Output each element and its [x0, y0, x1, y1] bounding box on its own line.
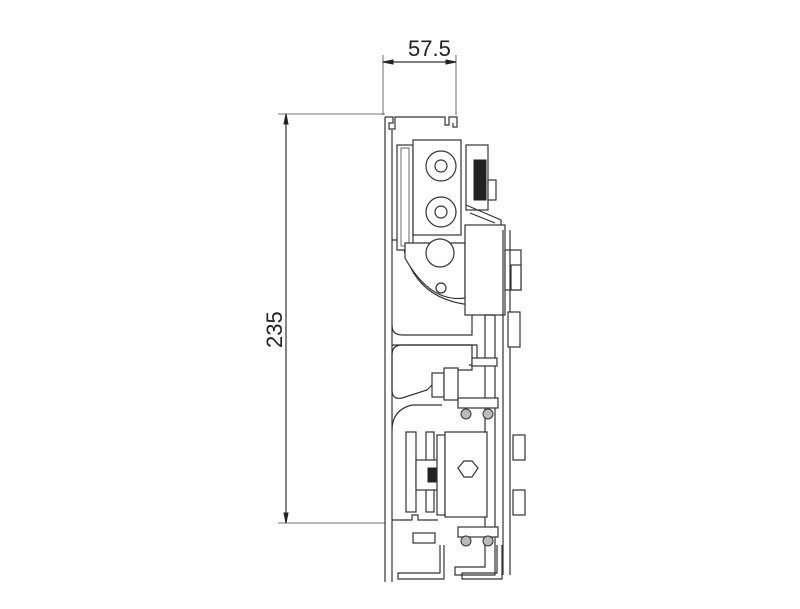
gear-assembly	[464, 144, 522, 316]
width-dimension-label: 57.5	[408, 36, 451, 61]
lower-roller	[405, 431, 499, 547]
bottom-brackets	[397, 545, 503, 580]
side-nuts	[512, 434, 526, 516]
upper-carriage	[396, 139, 466, 300]
width-dimension: 57.5	[382, 36, 457, 115]
height-dimension: 235	[262, 113, 385, 524]
height-dimension-label: 235	[262, 311, 287, 348]
mounting-plate	[454, 230, 521, 576]
bracket-bolts	[431, 357, 499, 420]
